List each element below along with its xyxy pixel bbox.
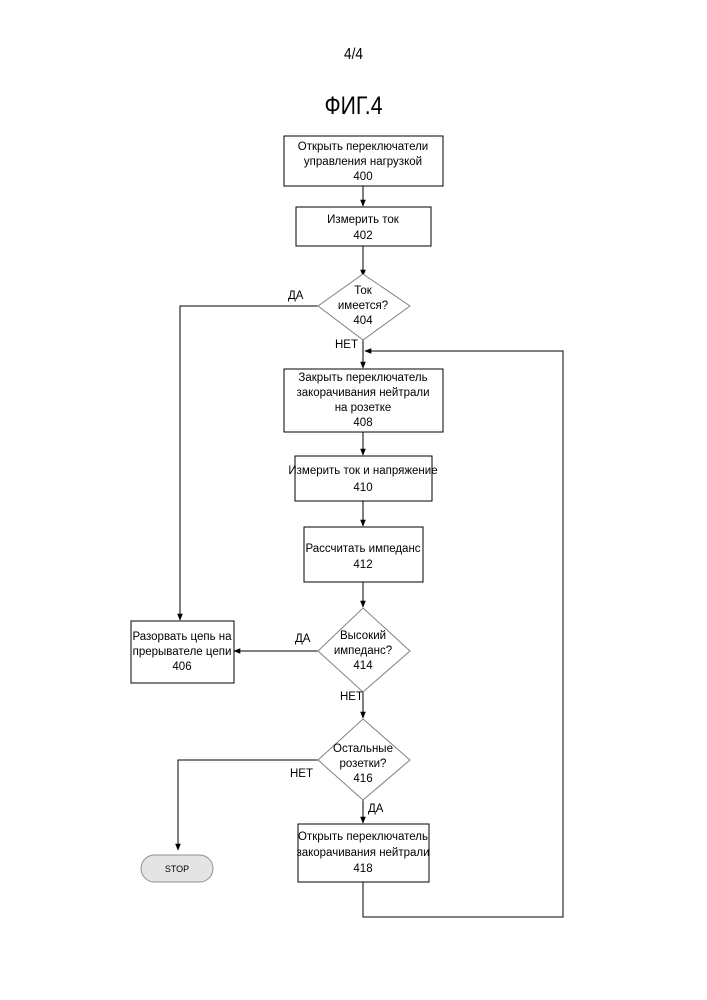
decision-404-line-1: Ток	[354, 285, 373, 297]
step-410-line-1: Измерить ток и напряжение	[288, 465, 437, 477]
step-412: Рассчитать импеданс 412	[304, 527, 423, 582]
step-408-line-2: закорачивания нейтрали	[296, 387, 429, 399]
decision-416-line-3: 416	[353, 773, 372, 785]
step-406-line-2: прерывателе цепи	[133, 646, 232, 658]
step-410: Измерить ток и напряжение 410	[288, 456, 437, 501]
step-412-line-2: 412	[353, 559, 372, 571]
step-400-line-2: управления нагрузкой	[304, 156, 422, 168]
stop-label: STOP	[165, 864, 189, 874]
step-410-line-2: 410	[353, 482, 372, 494]
step-418: Открыть переключатель закорачивания нейт…	[296, 824, 429, 882]
step-400-line-1: Открыть переключатели	[298, 141, 428, 153]
decision-414: Высокий импеданс? 414	[318, 608, 410, 692]
decision-416: Остальные розетки? 416	[318, 719, 410, 800]
decision-414-line-1: Высокий	[340, 630, 386, 642]
step-418-line-2: закорачивания нейтрали	[296, 847, 429, 859]
step-406-line-3: 406	[172, 661, 191, 673]
edge-label-404-no: НЕТ	[335, 339, 358, 351]
edge-label-414-no: НЕТ	[340, 691, 363, 703]
step-406-line-1: Разорвать цепь на	[132, 631, 232, 643]
step-400: Открыть переключатели управления нагрузк…	[284, 136, 443, 186]
step-408: Закрыть переключатель закорачивания нейт…	[284, 369, 443, 432]
stop-terminator: STOP	[141, 855, 213, 882]
step-408-line-4: 408	[353, 417, 372, 429]
step-418-line-3: 418	[353, 863, 372, 875]
decision-414-line-3: 414	[353, 660, 373, 672]
decision-404: Ток имеется? 404	[318, 274, 410, 340]
edge-label-414-yes: ДА	[295, 633, 311, 645]
step-408-line-3: на розетке	[335, 402, 392, 414]
decision-414-line-2: импеданс?	[334, 645, 392, 657]
step-402-line-2: 402	[353, 230, 372, 242]
step-408-line-1: Закрыть переключатель	[298, 372, 427, 384]
decision-404-line-3: 404	[353, 315, 373, 327]
step-412-line-1: Рассчитать импеданс	[305, 543, 420, 555]
decision-404-line-2: имеется?	[338, 300, 388, 312]
step-400-line-3: 400	[353, 171, 372, 183]
step-402-line-1: Измерить ток	[327, 214, 400, 226]
step-402: Измерить ток 402	[296, 207, 431, 246]
step-418-line-1: Открыть переключатель	[298, 831, 428, 843]
step-406: Разорвать цепь на прерывателе цепи 406	[131, 621, 234, 683]
decision-416-line-2: розетки?	[340, 758, 387, 770]
edge-label-416-no: НЕТ	[290, 768, 313, 780]
edge-label-404-yes: ДА	[288, 290, 304, 302]
edge-label-416-yes: ДА	[368, 803, 384, 815]
decision-416-line-1: Остальные	[333, 743, 393, 755]
